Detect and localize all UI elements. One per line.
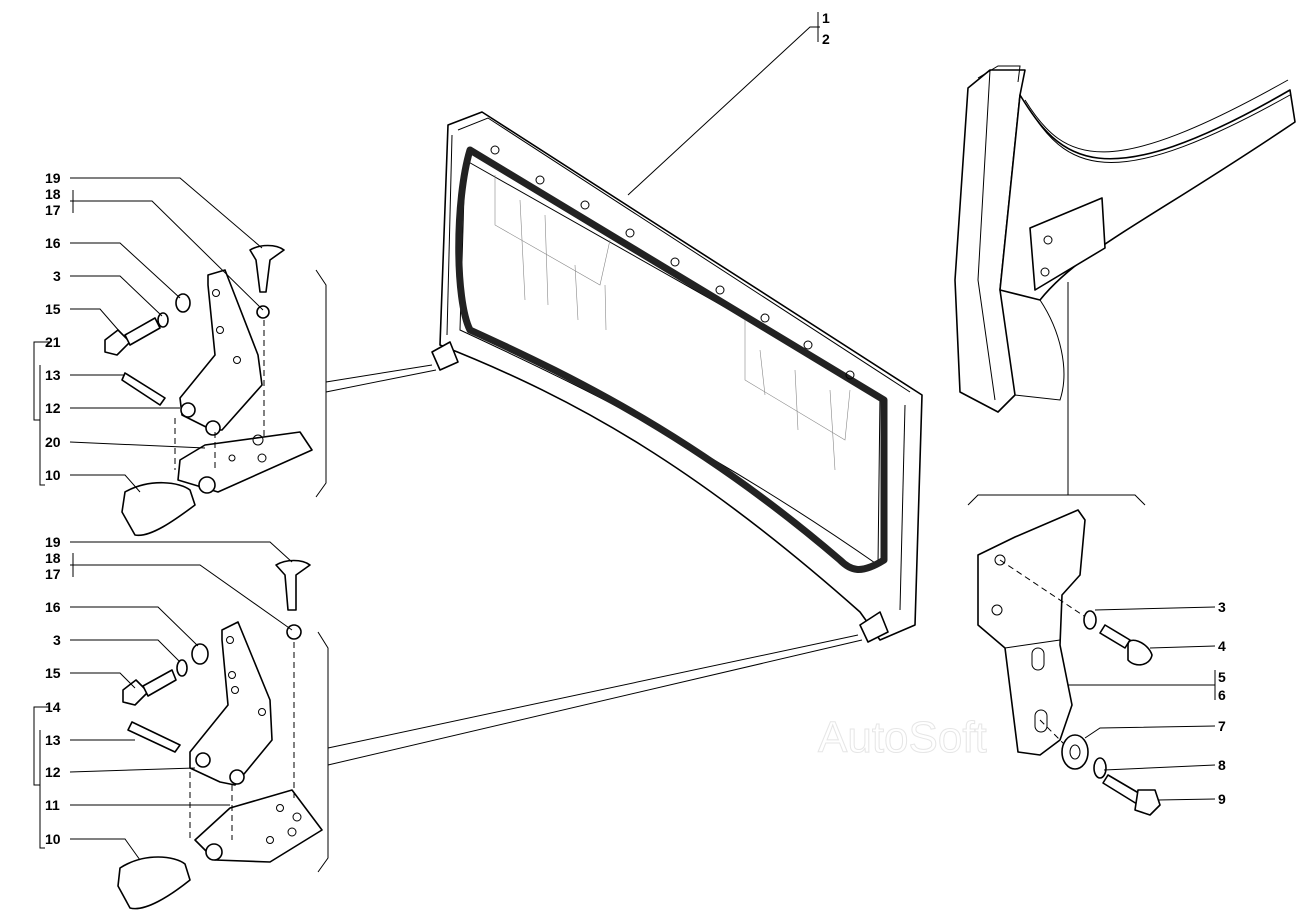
lower-leaders xyxy=(33,541,863,873)
callout-lower-14: 14 xyxy=(45,699,61,715)
callout-lower-13: 13 xyxy=(45,732,61,748)
callout-lower-12: 12 xyxy=(45,764,61,780)
callout-upper-16: 16 xyxy=(45,235,61,251)
leader-1-2 xyxy=(627,26,820,196)
callout-1: 1 xyxy=(822,10,830,26)
callout-upper-13: 13 xyxy=(45,367,61,383)
right-leaders xyxy=(1068,606,1216,801)
upper-hinge-assembly xyxy=(104,244,313,537)
windshield-frame xyxy=(431,111,923,643)
callout-lower-16: 16 xyxy=(45,599,61,615)
callout-lower-15: 15 xyxy=(45,665,61,681)
callout-upper-15: 15 xyxy=(45,301,61,317)
callout-upper-3: 3 xyxy=(53,268,61,284)
callout-lower-17: 17 xyxy=(45,566,61,582)
callout-right-7: 7 xyxy=(1218,718,1226,734)
callout-lower-11: 11 xyxy=(45,797,60,813)
pillar-bracket-line xyxy=(967,494,1146,506)
callout-upper-10: 10 xyxy=(45,467,61,483)
callout-right-6: 6 xyxy=(1218,687,1226,703)
callout-upper-17: 17 xyxy=(45,202,61,218)
callout-right-3: 3 xyxy=(1218,599,1226,615)
watermark-text: AutoSoft xyxy=(818,713,987,762)
mounting-bracket xyxy=(977,509,1161,816)
callout-upper-12: 12 xyxy=(45,400,61,416)
upper-leaders xyxy=(33,177,437,498)
callout-lower-10: 10 xyxy=(45,831,61,847)
callout-lower-3: 3 xyxy=(53,632,61,648)
callout-upper-18: 18 xyxy=(45,186,61,202)
callout-upper-21: 21 xyxy=(45,334,61,350)
callout-right-9: 9 xyxy=(1218,791,1226,807)
callout-upper-20: 20 xyxy=(45,434,61,450)
callout-right-8: 8 xyxy=(1218,757,1226,773)
callout-lower-18: 18 xyxy=(45,550,61,566)
callout-2: 2 xyxy=(822,31,830,47)
callout-right-5: 5 xyxy=(1218,669,1226,685)
callout-upper-19: 19 xyxy=(45,170,61,186)
body-pillar xyxy=(954,65,1296,413)
callout-right-4: 4 xyxy=(1218,638,1226,654)
callout-lower-19: 19 xyxy=(45,534,61,550)
lower-hinge-assembly xyxy=(117,559,323,910)
